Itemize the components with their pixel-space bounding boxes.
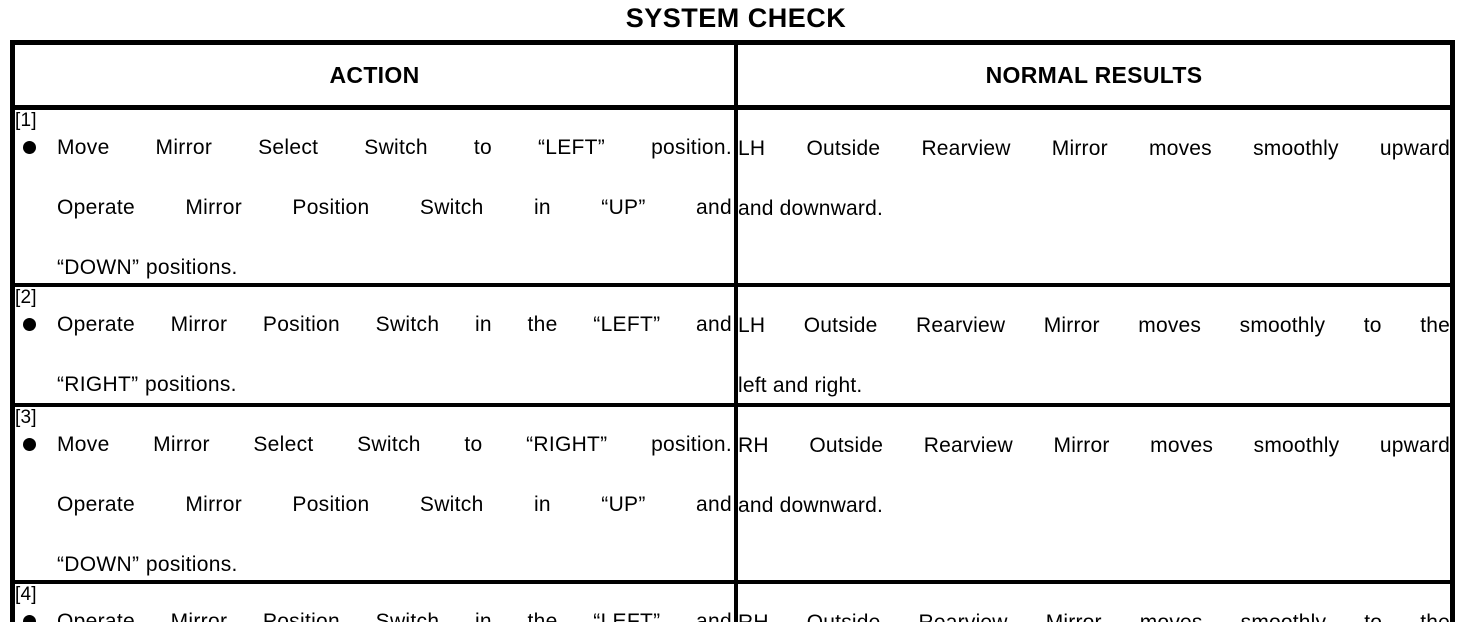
table-row: [2] Operate Mirror Position Switch in th… bbox=[12, 285, 1453, 407]
page-title: SYSTEM CHECK bbox=[625, 3, 847, 33]
bullet-icon bbox=[15, 430, 57, 460]
action-text-line: Operate Mirror Position Switch in the “L… bbox=[57, 610, 732, 622]
table-row: [3] Move Mirror Select Switch to “RIGHT”… bbox=[12, 405, 1453, 584]
results-text-line: LH Outside Rearview Mirror moves smoothl… bbox=[738, 314, 1450, 337]
action-cell: [4] Operate Mirror Position Switch in th… bbox=[12, 582, 738, 622]
action-text-line: Move Mirror Select Switch to “RIGHT” pos… bbox=[57, 433, 732, 456]
normal-results-text: LH Outside Rearview Mirror moves smoothl… bbox=[738, 110, 1450, 224]
action-text-line: Operate Mirror Position Switch in the “L… bbox=[57, 313, 732, 336]
step-number-label: [3] bbox=[15, 407, 37, 428]
action-text: Move Mirror Select Switch to “RIGHT” pos… bbox=[57, 430, 734, 580]
action-text-line: “DOWN” positions. bbox=[57, 553, 238, 576]
results-text-line: LH Outside Rearview Mirror moves smoothl… bbox=[738, 137, 1450, 160]
bullet-icon bbox=[15, 310, 57, 340]
column-header-normal-results: NORMAL RESULTS bbox=[736, 42, 1453, 110]
action-cell: [3] Move Mirror Select Switch to “RIGHT”… bbox=[12, 405, 738, 584]
table-row: [4] Operate Mirror Position Switch in th… bbox=[12, 582, 1453, 622]
bullet-icon bbox=[15, 133, 57, 163]
action-step-body: Operate Mirror Position Switch in the “L… bbox=[15, 607, 734, 622]
action-step-body: Move Mirror Select Switch to “RIGHT” pos… bbox=[15, 430, 734, 580]
normal-results-text: LH Outside Rearview Mirror moves smoothl… bbox=[738, 287, 1450, 401]
normal-results-cell: RH Outside Rearview Mirror moves smoothl… bbox=[736, 405, 1453, 584]
action-step-body: Move Mirror Select Switch to “LEFT” posi… bbox=[15, 133, 734, 283]
action-text-line: Operate Mirror Position Switch in “UP” a… bbox=[57, 493, 732, 516]
action-cell: [1] Move Mirror Select Switch to “LEFT” … bbox=[12, 107, 738, 287]
action-text: Move Mirror Select Switch to “LEFT” posi… bbox=[57, 133, 734, 283]
normal-results-cell: LH Outside Rearview Mirror moves smoothl… bbox=[736, 107, 1453, 287]
action-step-body: Operate Mirror Position Switch in the “L… bbox=[15, 310, 734, 400]
results-text-line: and downward. bbox=[738, 494, 884, 517]
bullet-icon bbox=[15, 607, 57, 622]
table-header-row: ACTION NORMAL RESULTS bbox=[12, 42, 1453, 110]
step-number-label: [4] bbox=[15, 584, 37, 605]
action-text-line: Move Mirror Select Switch to “LEFT” posi… bbox=[57, 136, 732, 159]
table-body: [1] Move Mirror Select Switch to “LEFT” … bbox=[12, 107, 1453, 622]
results-text-line: RH Outside Rearview Mirror moves smoothl… bbox=[738, 608, 1450, 622]
step-number-label: [1] bbox=[15, 110, 37, 131]
normal-results-cell: RH Outside Rearview Mirror moves smoothl… bbox=[736, 582, 1453, 622]
step-number-label: [2] bbox=[15, 287, 37, 308]
results-text-line: RH Outside Rearview Mirror moves smoothl… bbox=[738, 434, 1450, 457]
action-text: Operate Mirror Position Switch in the “L… bbox=[57, 607, 734, 622]
normal-results-text: RH Outside Rearview Mirror moves smoothl… bbox=[738, 407, 1450, 521]
table-row: [1] Move Mirror Select Switch to “LEFT” … bbox=[12, 107, 1453, 287]
column-header-action: ACTION bbox=[12, 42, 738, 110]
normal-results-text: RH Outside Rearview Mirror moves smoothl… bbox=[738, 584, 1450, 622]
action-cell: [2] Operate Mirror Position Switch in th… bbox=[12, 285, 738, 407]
action-text-line: Operate Mirror Position Switch in “UP” a… bbox=[57, 196, 732, 219]
action-text-line: “RIGHT” positions. bbox=[57, 373, 237, 396]
normal-results-cell: LH Outside Rearview Mirror moves smoothl… bbox=[736, 285, 1453, 407]
results-text-line: and downward. bbox=[738, 197, 884, 220]
action-text-line: “DOWN” positions. bbox=[57, 256, 238, 279]
action-text: Operate Mirror Position Switch in the “L… bbox=[57, 310, 734, 400]
results-text-line: left and right. bbox=[738, 374, 863, 397]
system-check-table: ACTION NORMAL RESULTS [1] Move Mirror Se… bbox=[10, 40, 1455, 622]
